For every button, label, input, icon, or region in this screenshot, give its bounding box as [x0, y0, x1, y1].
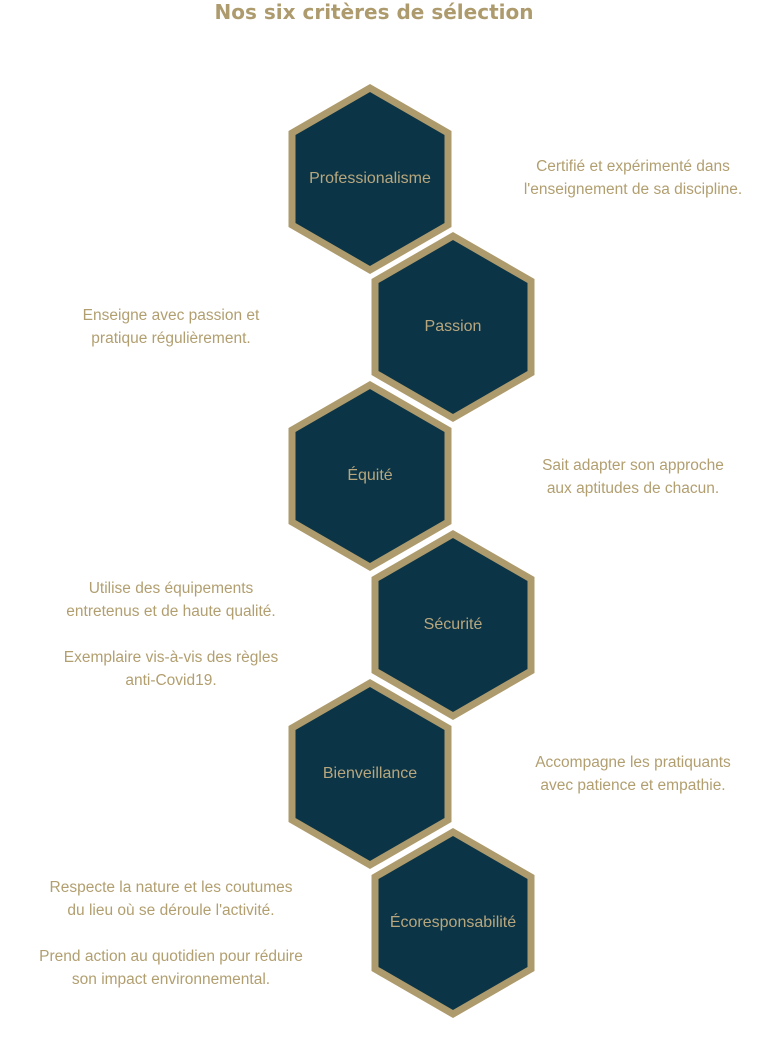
hexagon-passion: Passion [370, 231, 536, 423]
hexagon-shape [371, 529, 535, 721]
description-gap [11, 922, 331, 945]
hexagon-shape [288, 83, 452, 275]
description-equite: Sait adapter son approche aux aptitudes d… [483, 454, 782, 500]
hexagon-label: Écoresponsabilité [389, 914, 517, 931]
hexagon-polygon [288, 380, 452, 572]
hexagon-polygon [371, 529, 535, 721]
description-line: aux aptitudes de chacun. [546, 480, 720, 497]
hexagon-label: Bienveillance [322, 765, 418, 782]
hexagon-shape [288, 678, 452, 870]
description-line: Utilise des équipements [88, 580, 254, 597]
description-line: Exemplaire vis-à-vis des règles [63, 649, 279, 666]
hexagon-polygon [288, 678, 452, 870]
description-line: son impact environnemental. [71, 971, 271, 988]
hexagon-polygon [371, 231, 535, 423]
description-line: Accompagne les pratiquants [535, 754, 731, 771]
hexagon-label: Sécurité [423, 616, 483, 633]
hexagon-ecoresponsabilite: Écoresponsabilité [370, 827, 536, 1019]
description-line: avec patience et empathie. [540, 777, 726, 794]
description-bienveillance: Accompagne les pratiquants avec patience … [483, 751, 782, 797]
description-line: Certifié et expérimenté dans [536, 158, 730, 175]
description-line: Respecte la nature et les coutumes [49, 879, 293, 896]
hexagon-shape [288, 380, 452, 572]
hexagon-label: Équité [347, 467, 393, 484]
hexagon-bienveillance: Bienveillance [287, 678, 453, 870]
hexagon-securite: Sécurité [370, 529, 536, 721]
description-passion: Enseigne avec passion et pratique réguliè… [21, 304, 321, 350]
hexagon-professionalisme: Professionalisme [287, 83, 453, 275]
hexagon-polygon [371, 827, 535, 1019]
description-professionalisme: Certifié et expérimenté dans l'enseigneme… [483, 155, 782, 201]
description-securite: Utilise des équipements entretenus et de … [21, 577, 321, 692]
description-line: du lieu où se déroule l'activité. [67, 902, 275, 919]
hexagon-label: Passion [424, 318, 482, 335]
description-gap [21, 623, 321, 646]
description-line: Enseigne avec passion et [82, 307, 260, 324]
description-ecoresponsabilite: Respecte la nature et les coutumes du lie… [11, 876, 331, 991]
description-line: l'enseignement de sa discipline. [523, 181, 743, 198]
hexagon-label: Professionalisme [309, 170, 431, 187]
hexagon-shape [371, 827, 535, 1019]
hexagon-shape [371, 231, 535, 423]
description-line: Sait adapter son approche [542, 457, 724, 474]
description-line: pratique régulièrement. [91, 330, 251, 347]
description-line: entretenus et de haute qualité. [66, 603, 276, 620]
hexagon-polygon [288, 83, 452, 275]
description-line: Prend action au quotidien pour réduire [39, 948, 303, 965]
description-line: anti-Covid19. [125, 672, 217, 689]
page-title: Nos six critères de sélection [214, 0, 534, 24]
hexagon-equite: Équité [287, 380, 453, 572]
